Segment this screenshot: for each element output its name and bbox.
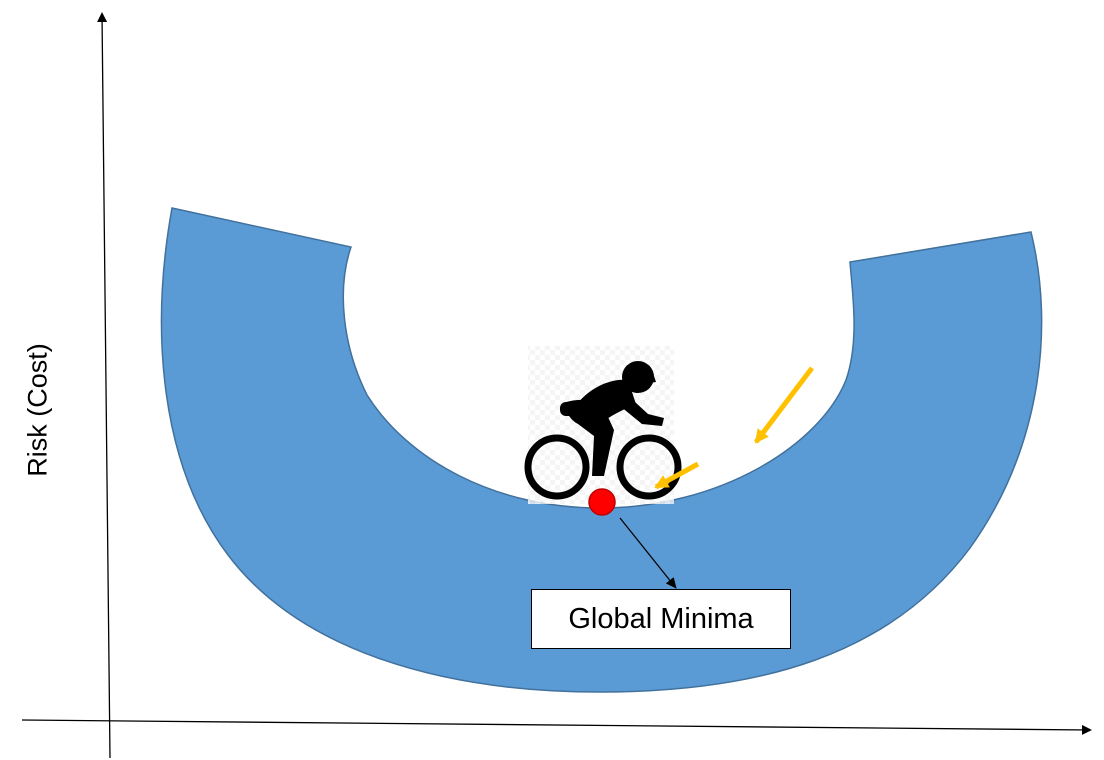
descent-arrow-upper	[754, 366, 814, 444]
global-minima-label: Global Minima	[531, 589, 791, 649]
x-axis	[21, 719, 1092, 735]
cost-bowl	[160, 207, 1043, 693]
descent-arrow-lower	[654, 461, 700, 490]
y-axis-label: Risk (Cost)	[22, 343, 53, 477]
minima-pointer	[619, 517, 677, 589]
global-minimum-marker	[588, 488, 616, 516]
cyclist-icon	[524, 361, 682, 500]
y-axis	[97, 12, 111, 759]
